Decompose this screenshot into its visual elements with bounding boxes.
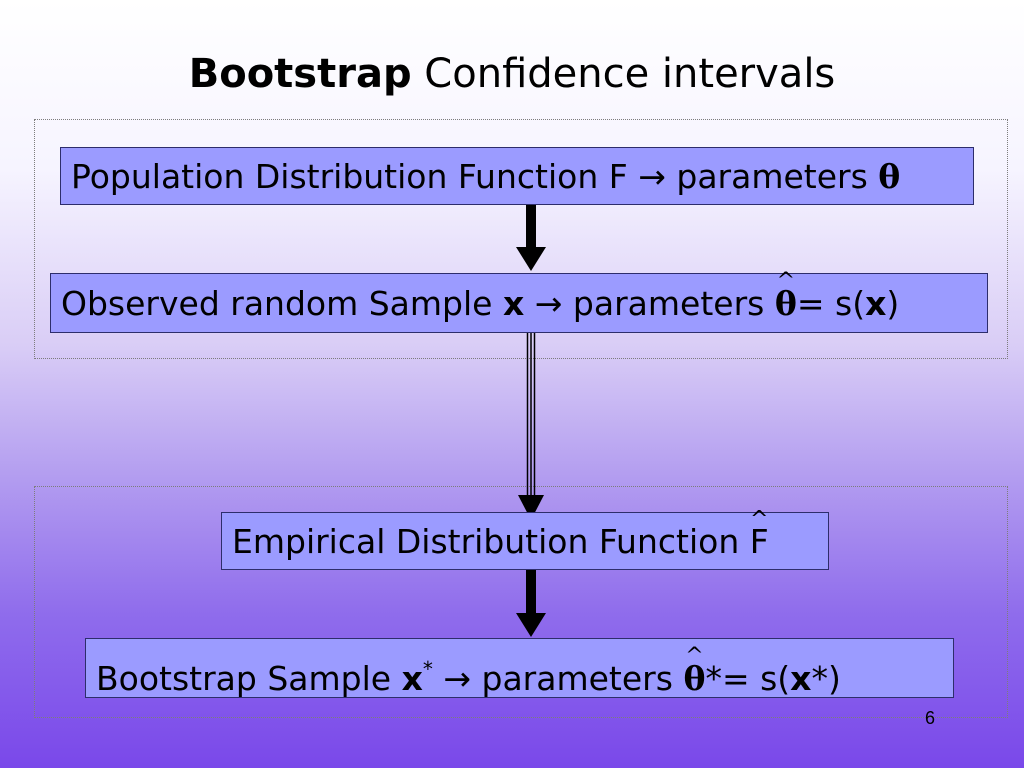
parameters-label: parameters	[676, 157, 868, 196]
bootstrap-sample-box: Bootstrap Sample x* → parameters θ*= s(x…	[85, 638, 954, 698]
theta-symbol: θ	[878, 157, 901, 196]
double-arrow-sample-to-empirical	[518, 333, 544, 520]
observed-label: Observed random Sample	[61, 284, 493, 323]
theta-hat-symbol: θ	[683, 649, 705, 709]
arrow-population-to-sample	[516, 205, 546, 271]
population-sample-group	[34, 119, 1008, 359]
title-bold: Bootstrap	[188, 51, 412, 97]
sample-x-star-symbol: x	[401, 659, 423, 698]
equals-s-label: = s(	[796, 284, 866, 323]
right-arrow-icon: →	[443, 659, 472, 698]
parameters-label: parameters	[481, 659, 673, 698]
right-arrow-icon: →	[638, 157, 666, 196]
star-superscript: *	[422, 657, 433, 681]
equals-s-label: = s(	[721, 659, 791, 698]
sample-x-symbol: x	[502, 284, 525, 323]
bootstrap-label: Bootstrap Sample	[96, 659, 392, 698]
population-label: Population Distribution Function F	[71, 157, 628, 196]
arrow-empirical-to-bootstrap	[516, 570, 546, 637]
close-paren: )	[886, 284, 900, 323]
slide-title: Bootstrap Confidence intervals	[0, 48, 1024, 100]
empirical-distribution-box: Empirical Distribution Function F	[221, 512, 829, 570]
right-arrow-icon: →	[534, 284, 563, 323]
parameters-label: parameters	[572, 284, 765, 323]
theta-star-symbol: *	[705, 659, 722, 698]
sample-x-symbol: x	[790, 659, 812, 698]
f-hat-symbol: F	[750, 513, 769, 571]
page-number: 6	[924, 708, 935, 728]
title-rest: Confidence intervals	[411, 51, 836, 97]
observed-sample-box: Observed random Sample x → parameters θ=…	[50, 273, 988, 333]
sample-x-symbol: x	[865, 284, 887, 323]
bootstrap-group	[34, 486, 1008, 718]
empirical-label: Empirical Distribution Function	[232, 522, 740, 561]
population-distribution-box: Population Distribution Function F → par…	[60, 147, 974, 205]
theta-hat-symbol: θ	[775, 274, 797, 334]
close-paren: *)	[811, 659, 841, 698]
